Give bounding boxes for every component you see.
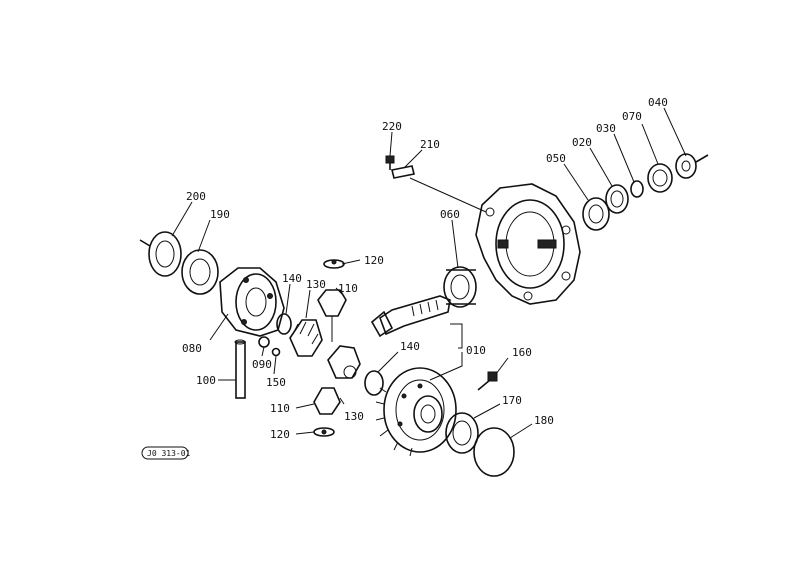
- part-130-gear-right: [327, 345, 361, 379]
- part-170-bearing: [445, 412, 479, 454]
- callout-010: 010: [466, 344, 486, 357]
- callout-160: 160: [512, 346, 532, 359]
- part-060-bearing: [443, 266, 477, 308]
- part-020-bearing: [605, 184, 629, 214]
- drawing-code-stamp: J0 313-01: [141, 446, 191, 460]
- callout-090: 090: [252, 358, 272, 371]
- callout-100: 100: [196, 374, 216, 387]
- drawing-code: J0 313-01: [147, 449, 191, 458]
- callout-030: 030: [596, 122, 616, 135]
- part-180-ring: [473, 427, 515, 477]
- part-220-bolt: [385, 155, 395, 170]
- callout-190: 190: [210, 208, 230, 221]
- callout-210: 210: [420, 138, 440, 151]
- leader-line: [409, 177, 487, 213]
- part-200-seal: [139, 231, 182, 277]
- part-210-plate: [391, 165, 415, 179]
- part-030-ring: [630, 180, 644, 198]
- callout-120-bottom: 120: [270, 428, 290, 441]
- callout-labels: 040 070 030 020 050 220 210 060 200 190 …: [182, 96, 668, 441]
- callout-140-right: 140: [400, 340, 420, 353]
- callout-220: 220: [382, 120, 402, 133]
- part-080-diff-case: [219, 267, 285, 337]
- callout-110-bottom: 110: [270, 402, 290, 415]
- callout-200: 200: [186, 190, 206, 203]
- part-130-gear-left: [289, 319, 323, 357]
- callout-130-right: 130: [344, 410, 364, 423]
- part-070-bearing: [647, 163, 673, 193]
- callout-080: 080: [182, 342, 202, 355]
- leader-lines: [171, 107, 687, 439]
- callout-110-top: 110: [338, 282, 358, 295]
- part-010-pinion-shaft: [370, 295, 451, 338]
- part-110-gear-top: [317, 289, 347, 342]
- part-040-nut: [675, 153, 709, 179]
- part-140-washer-left: [276, 313, 292, 335]
- callout-070: 070: [622, 110, 642, 123]
- callout-020: 020: [572, 136, 592, 149]
- part-100-pin: [234, 339, 246, 399]
- part-160-bolt: [477, 371, 498, 391]
- callout-060: 060: [440, 208, 460, 221]
- part-050-seal: [582, 197, 610, 231]
- callout-040: 040: [648, 96, 668, 109]
- part-140-washer-right: [364, 370, 384, 396]
- callout-170: 170: [502, 394, 522, 407]
- callout-130-left: 130: [306, 278, 326, 291]
- part-120-washer-bottom: [313, 427, 335, 437]
- callout-180: 180: [534, 414, 554, 427]
- part-110-gear-bottom: [313, 387, 341, 415]
- callout-050: 050: [546, 152, 566, 165]
- part-190-bearing: [181, 249, 219, 295]
- part-120-washer-top: [323, 259, 345, 269]
- callout-140-left: 140: [282, 272, 302, 285]
- part-150-part: [271, 347, 281, 357]
- differential-case-housing: [475, 183, 581, 305]
- part-090-part: [258, 336, 270, 348]
- part-ring-gear: [375, 367, 457, 457]
- callout-150: 150: [266, 376, 286, 389]
- callout-120-top: 120: [364, 254, 384, 267]
